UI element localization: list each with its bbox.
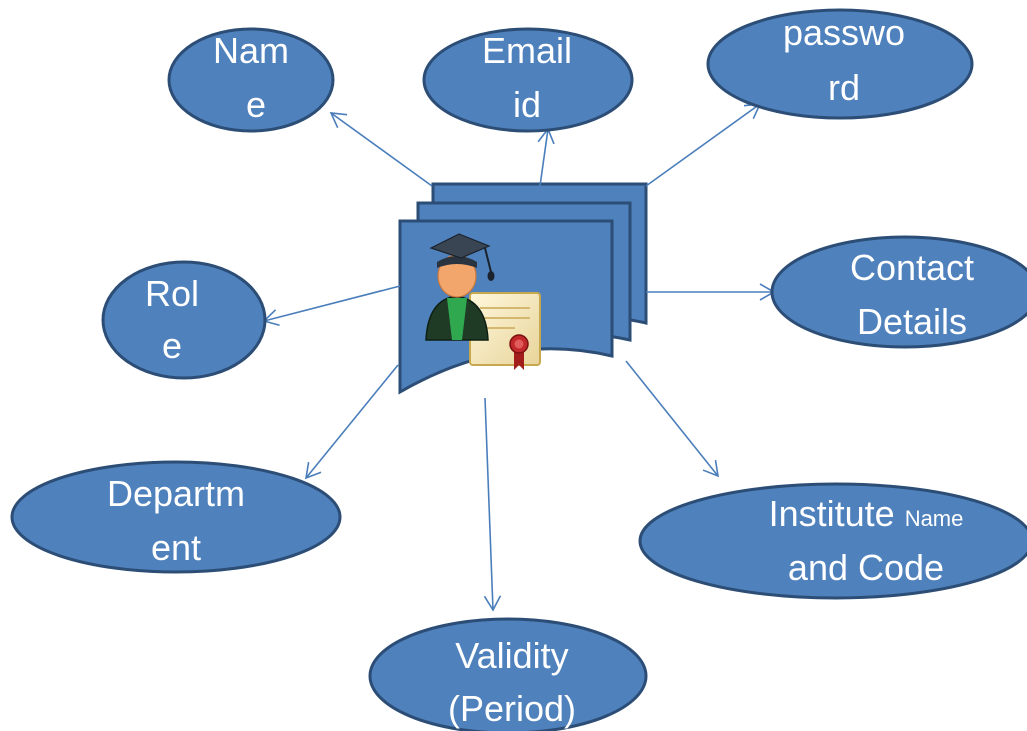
- node-name[interactable]: Nam e: [167, 27, 335, 133]
- node-institute[interactable]: Institute Name and Code: [638, 482, 1027, 600]
- node-contact-line1: Contact: [850, 247, 974, 288]
- node-validity-line1: Validity: [455, 635, 568, 676]
- node-name-line1: Nam: [213, 30, 289, 71]
- arrow-to-role: [262, 285, 401, 327]
- seal-icon: [509, 334, 529, 370]
- node-password-line2: rd: [828, 67, 860, 108]
- arrow-to-password: [645, 103, 762, 187]
- node-role-line2: e: [162, 325, 182, 366]
- node-password-line1: passwo: [783, 12, 905, 53]
- arrow-to-validity: [483, 397, 502, 612]
- node-institute-line2: and Code: [788, 547, 944, 588]
- arrow-to-department: [304, 364, 399, 480]
- node-contact-details[interactable]: Contact Details: [770, 235, 1027, 349]
- node-email[interactable]: Email id: [422, 27, 634, 133]
- arrow-to-email: [537, 127, 555, 187]
- node-name-line2: e: [246, 84, 266, 125]
- node-email-line1: Email: [482, 30, 572, 71]
- node-email-line2: id: [513, 84, 541, 125]
- node-department-line1: Departm: [107, 473, 245, 514]
- node-validity[interactable]: Validity (Period): [368, 617, 648, 731]
- node-contact-line2: Details: [857, 301, 967, 342]
- node-role-line1: Rol: [145, 273, 199, 314]
- node-password[interactable]: passwo rd: [706, 8, 974, 120]
- node-department-line2: ent: [151, 527, 201, 568]
- arrow-to-name: [329, 112, 433, 187]
- connectors: [262, 103, 776, 612]
- node-validity-line2: (Period): [448, 688, 576, 729]
- graduate-certificate-icon: [425, 233, 541, 370]
- document-stack[interactable]: [398, 182, 648, 395]
- mortarboard-icon: [429, 233, 495, 281]
- node-department[interactable]: Departm ent: [10, 460, 342, 574]
- node-role[interactable]: Rol e: [101, 260, 267, 380]
- arrow-to-institute: [625, 360, 720, 478]
- node-institute-line1: Institute Name: [769, 493, 964, 534]
